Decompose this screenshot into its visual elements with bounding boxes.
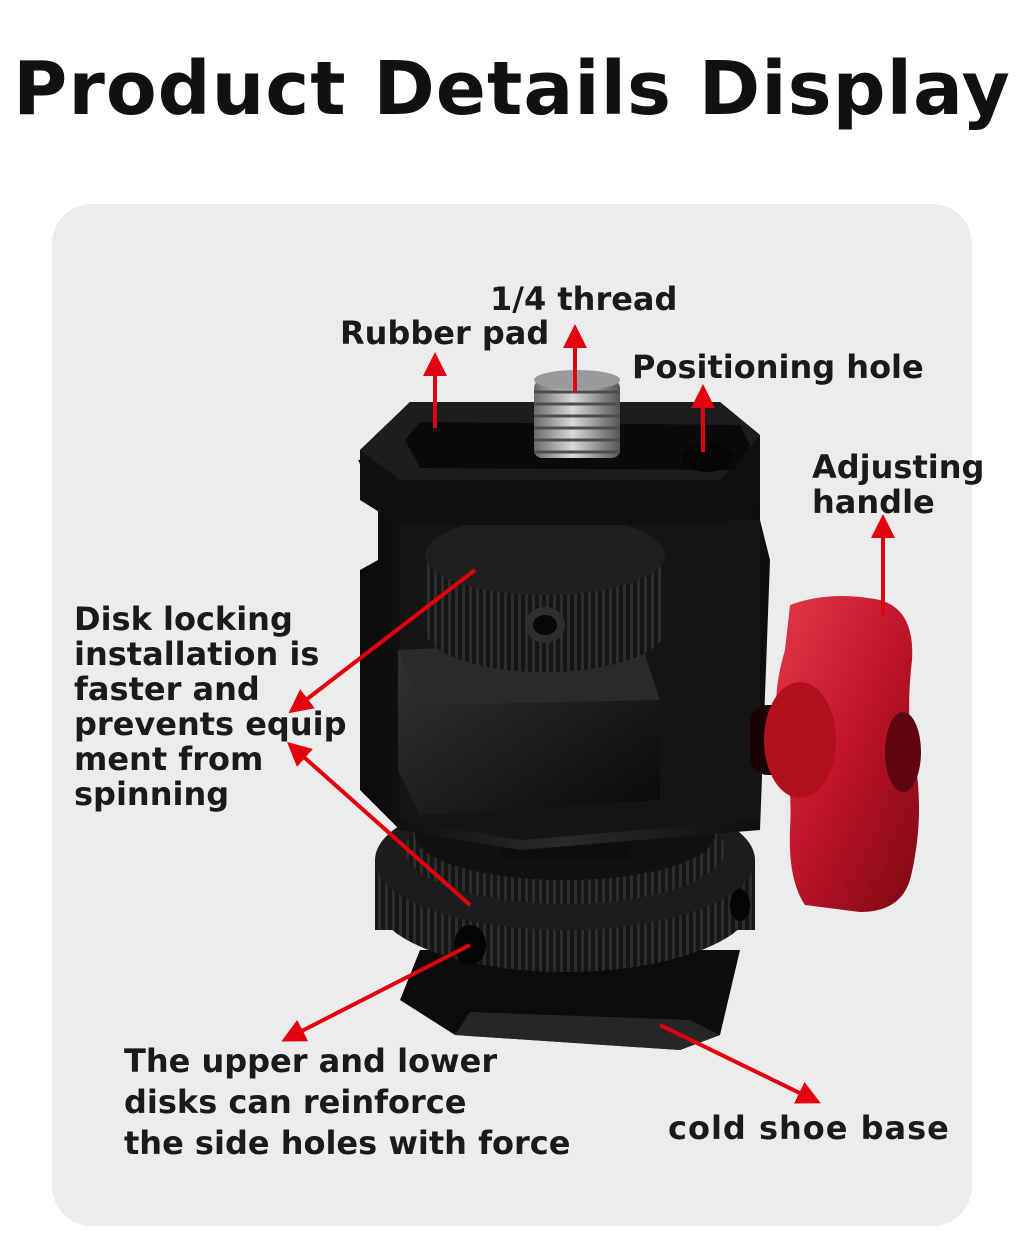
positioning-hole [681, 444, 733, 472]
thread-label: 1/4 thread [490, 280, 678, 318]
side-holes-arrow [281, 943, 471, 1042]
disk-locking-line: Disk locking [74, 600, 293, 638]
side-holes-line: the side holes with force [124, 1124, 571, 1162]
disk-locking-arrow [288, 568, 477, 714]
disk-locking-line: spinning [74, 775, 230, 813]
disk-locking-line: prevents equip [74, 705, 347, 743]
cold-shoe-arrow [659, 1023, 821, 1104]
adjusting-handle [750, 596, 921, 912]
upper-knurled-disk [425, 515, 665, 672]
disk-locking-arrow-2 [287, 742, 472, 907]
annotation-arrows [281, 324, 895, 1104]
cold-shoe-base [400, 950, 740, 1050]
side-holes-line: disks can reinforce [124, 1083, 467, 1121]
side-holes-line: The upper and lower [124, 1042, 498, 1080]
page-title: Product Details Display [13, 46, 1011, 132]
cold-shoe-label: cold shoe base [668, 1109, 950, 1147]
disk-locking-line: installation is [74, 635, 320, 673]
positioning-hole-label: Positioning hole [632, 348, 924, 386]
disk-locking-line: ment from [74, 740, 264, 778]
rubber-pad-label: Rubber pad [340, 314, 550, 352]
adjusting-handle-label-line2: handle [812, 483, 935, 521]
adjusting-handle-label-line1: Adjusting [812, 448, 985, 486]
disk-locking-line: faster and [74, 670, 260, 708]
